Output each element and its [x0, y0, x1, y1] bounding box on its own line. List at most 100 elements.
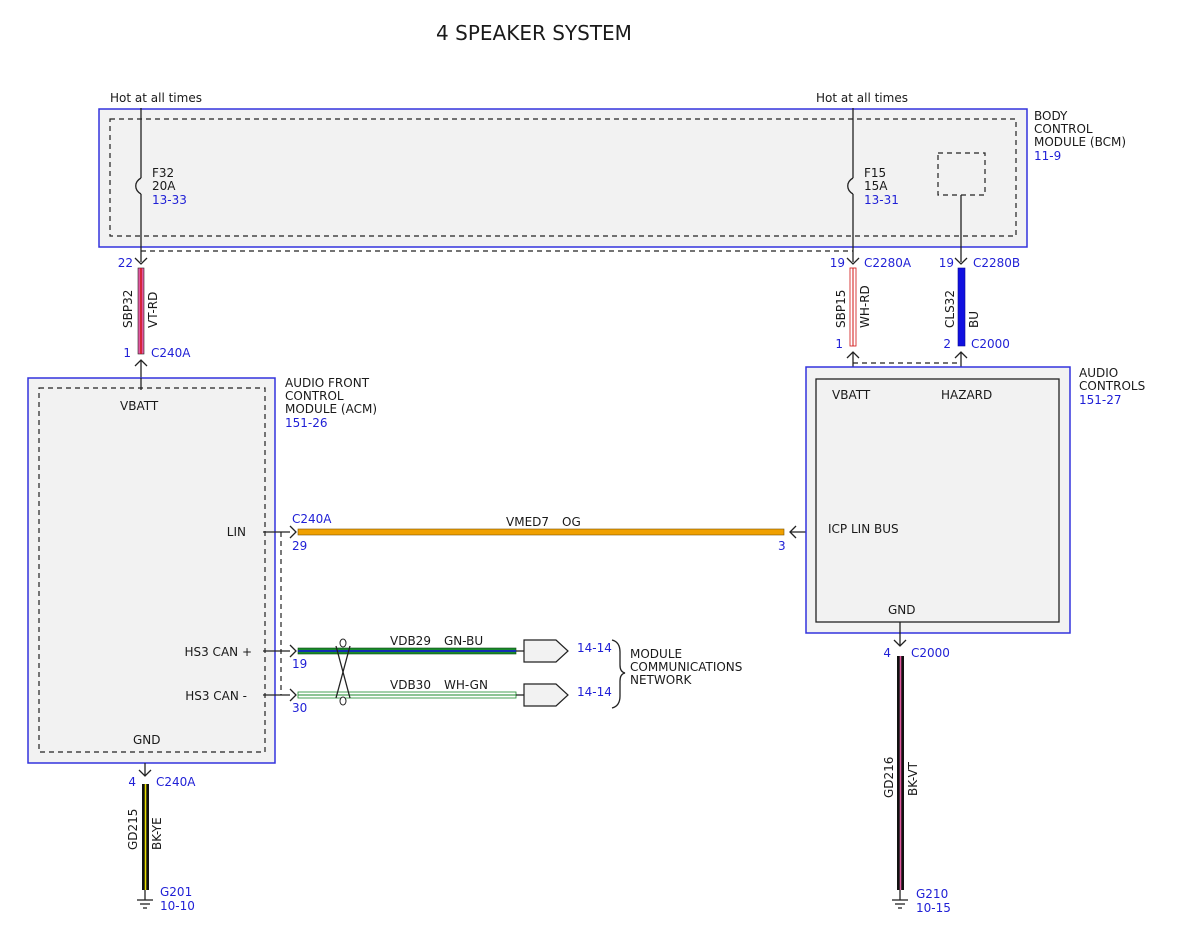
ground-g210-ref: 10-15	[916, 901, 951, 915]
vdb29-color: GN-BU	[444, 634, 483, 648]
acm-name-line3: MODULE (ACM)	[285, 402, 377, 416]
fuse-f15-ref: 13-31	[864, 193, 899, 207]
fuse-f15-symbol	[847, 177, 854, 195]
gd215-circuit: GD215	[126, 809, 140, 850]
wire-vdb30: VDB30 WH-GN 30 14-14	[289, 678, 612, 715]
cls32-color: BU	[967, 311, 981, 328]
acm-pin-vbatt: VBATT	[120, 399, 159, 413]
sbp32-bottom-connector: C240A	[151, 346, 191, 360]
ground-g201-symbol	[137, 899, 153, 909]
cls32-top-connector: C2280B	[973, 256, 1020, 270]
fuse-f32-ref: 13-33	[152, 193, 187, 207]
gd215-pin: 4	[128, 775, 136, 789]
acm-name-line2: CONTROL	[285, 389, 344, 403]
gd216-circuit: GD216	[882, 757, 896, 798]
vdb29-ref: 14-14	[577, 641, 612, 655]
network-brace	[611, 639, 626, 709]
acm-pin-can-minus: HS3 CAN -	[185, 689, 247, 703]
fuse-f32-name: F32	[152, 166, 174, 180]
fuse-f32-rating: 20A	[152, 179, 176, 193]
power-label-left: Hot at all times	[110, 91, 202, 105]
acm-module: AUDIO FRONT CONTROL MODULE (ACM) 151-26 …	[27, 376, 377, 764]
wire-vdb29: VDB29 GN-BU 19 14-14	[289, 634, 612, 671]
cls32-top-pin: 19	[939, 256, 954, 270]
network-label-line1: MODULE	[630, 647, 682, 661]
audio-controls-module: AUDIO CONTROLS 151-27 VBATT HAZARD ICP L…	[805, 366, 1145, 634]
vmed7-color: OG	[562, 515, 581, 529]
bcm-ref: 11-9	[1034, 149, 1061, 163]
audio-controls-pin-vbatt: VBATT	[832, 388, 871, 402]
audio-controls-name-line1: AUDIO	[1079, 366, 1118, 380]
sbp32-top-pin: 22	[118, 256, 133, 270]
wire-vmed7-body	[297, 528, 785, 536]
gd216-connector: C2000	[911, 646, 950, 660]
bcm-name-line1: BODY	[1034, 109, 1068, 123]
ground-g201-ref: 10-10	[160, 899, 195, 913]
ground-g210-symbol	[892, 899, 908, 909]
sbp15-top-connector: C2280A	[864, 256, 912, 270]
cls32-bottom-connector: C2000	[971, 337, 1010, 351]
gd216-color: BK-VT	[906, 761, 920, 796]
cls32-bottom-pin: 2	[943, 337, 951, 351]
ground-g201-name: G201	[160, 885, 192, 899]
acm-name-line1: AUDIO FRONT	[285, 376, 370, 390]
wire-cls32-body	[957, 267, 966, 347]
connector-vdb29-shape	[523, 639, 569, 663]
ground-g210-name: G210	[916, 887, 948, 901]
network-label-line2: COMMUNICATIONS	[630, 660, 742, 674]
diagram-title: 4 SPEAKER SYSTEM	[436, 21, 632, 45]
sbp15-top-pin: 19	[830, 256, 845, 270]
wire-gd216: 4 C2000 GD216 BK-VT G210 10-15	[882, 622, 951, 915]
sbp32-circuit: SBP32	[121, 290, 135, 328]
audio-controls-pin-lin: ICP LIN BUS	[828, 522, 899, 536]
audio-controls-pin-gnd: GND	[888, 603, 916, 617]
vdb30-circuit: VDB30	[390, 678, 431, 692]
fuse-f15-rating: 15A	[864, 179, 888, 193]
vmed7-right-pin: 3	[778, 539, 786, 553]
sbp15-circuit: SBP15	[834, 290, 848, 328]
bcm-module: BODY CONTROL MODULE (BCM) 11-9	[98, 108, 1126, 248]
bcm-name-line2: CONTROL	[1034, 122, 1093, 136]
vmed7-circuit: VMED7	[506, 515, 549, 529]
vdb29-pin: 19	[292, 657, 307, 671]
gd216-pin: 4	[883, 646, 891, 660]
acm-outline	[27, 377, 276, 764]
power-label-right: Hot at all times	[816, 91, 908, 105]
acm-ref: 151-26	[285, 416, 328, 430]
sbp32-color: VT-RD	[146, 292, 160, 328]
cls32-circuit: CLS32	[943, 290, 957, 328]
vdb30-pin: 30	[292, 701, 307, 715]
gd215-connector: C240A	[156, 775, 196, 789]
bcm-outline	[98, 108, 1028, 248]
acm-pin-lin: LIN	[227, 525, 246, 539]
audio-controls-name-line2: CONTROLS	[1079, 379, 1145, 393]
sbp32-bottom-pin: 1	[123, 346, 131, 360]
vdb30-color: WH-GN	[444, 678, 488, 692]
wire-vmed7: C240A 29 VMED7 OG 3	[289, 512, 820, 553]
fuse-f15-name: F15	[864, 166, 886, 180]
acm-pin-gnd: GND	[133, 733, 161, 747]
audio-controls-ref: 151-27	[1079, 393, 1122, 407]
connector-vdb30-shape	[523, 683, 569, 707]
gd215-color: BK-YE	[150, 817, 164, 850]
audio-controls-pin-hazard: HAZARD	[941, 388, 992, 402]
vmed7-connector: C240A	[292, 512, 332, 526]
vdb29-circuit: VDB29	[390, 634, 431, 648]
acm-pin-can-plus: HS3 CAN +	[184, 645, 252, 659]
bcm-name-line3: MODULE (BCM)	[1034, 135, 1126, 149]
network-label-line3: NETWORK	[630, 673, 693, 687]
wire-gd215: 4 C240A GD215 BK-YE G201 10-10	[126, 763, 196, 913]
fuse-f32: F32 20A 13-33	[135, 108, 187, 262]
audio-controls-outline	[805, 366, 1071, 634]
twisted-pair-symbol	[335, 638, 351, 706]
sbp15-color: WH-RD	[858, 285, 872, 328]
bcm-inner-boundary	[109, 118, 1017, 237]
wire-sbp32: 22 SBP32 VT-RD 1 C240A	[118, 256, 191, 378]
vdb30-ref: 14-14	[577, 685, 612, 699]
audio-controls-inner-boundary	[815, 378, 1060, 623]
wire-cls32: 19 C2280B CLS32 BU 2 C2000	[939, 256, 1020, 380]
vmed7-left-pin: 29	[292, 539, 307, 553]
fuse-f32-symbol	[135, 177, 142, 195]
sbp15-bottom-pin: 1	[835, 337, 843, 351]
